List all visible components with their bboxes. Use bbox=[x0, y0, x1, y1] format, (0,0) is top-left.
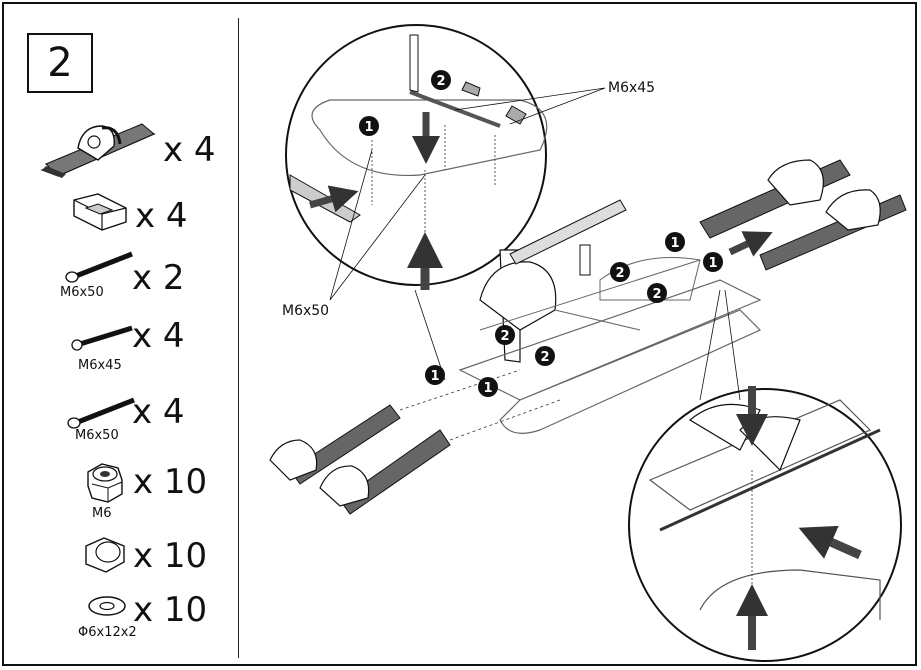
part-label: M6x50 bbox=[75, 428, 119, 443]
part-qty: x 10 bbox=[133, 462, 208, 502]
washer-icon bbox=[88, 596, 126, 616]
marker-1: 1 bbox=[364, 120, 373, 135]
part-qty: x 4 bbox=[132, 316, 185, 356]
step-markers bbox=[359, 70, 723, 397]
part-qty: x 4 bbox=[135, 196, 188, 236]
callout-m6x45: M6x45 bbox=[608, 80, 656, 96]
marker-2: 2 bbox=[436, 74, 445, 89]
nut-icon bbox=[87, 463, 123, 503]
step-number: 2 bbox=[27, 33, 93, 93]
marker-1: 1 bbox=[708, 256, 717, 271]
main-frame bbox=[458, 199, 762, 434]
part-qty: x 4 bbox=[163, 130, 216, 170]
marker-1: 1 bbox=[670, 236, 679, 251]
marker-2: 2 bbox=[652, 287, 661, 302]
right-arms bbox=[699, 159, 907, 271]
left-arms bbox=[269, 369, 561, 515]
clamp-block-icon bbox=[73, 193, 127, 231]
part-qty: x 2 bbox=[132, 258, 185, 298]
part-label: M6 bbox=[92, 506, 112, 521]
marker-1: 1 bbox=[430, 369, 439, 384]
bolt-icon bbox=[67, 397, 135, 429]
part-qty: x 10 bbox=[133, 536, 208, 576]
part-label: M6x45 bbox=[78, 358, 122, 373]
marker-1: 1 bbox=[483, 381, 492, 396]
cap-icon bbox=[85, 537, 125, 573]
panel-divider bbox=[238, 18, 239, 658]
marker-2: 2 bbox=[615, 266, 624, 281]
part-label: M6x50 bbox=[60, 285, 104, 300]
part-label: Φ6x12x2 bbox=[78, 625, 137, 640]
marker-2: 2 bbox=[500, 329, 509, 344]
callout-m6x50: M6x50 bbox=[282, 303, 330, 319]
marker-2: 2 bbox=[540, 350, 549, 365]
part-qty: x 10 bbox=[133, 590, 208, 630]
detail-view-bottom bbox=[628, 386, 902, 662]
carrier-arm-icon bbox=[40, 123, 156, 178]
part-qty: x 4 bbox=[132, 392, 185, 432]
detail-view-top bbox=[285, 24, 548, 290]
bolt-icon bbox=[71, 325, 133, 351]
bolt-icon bbox=[65, 251, 133, 283]
